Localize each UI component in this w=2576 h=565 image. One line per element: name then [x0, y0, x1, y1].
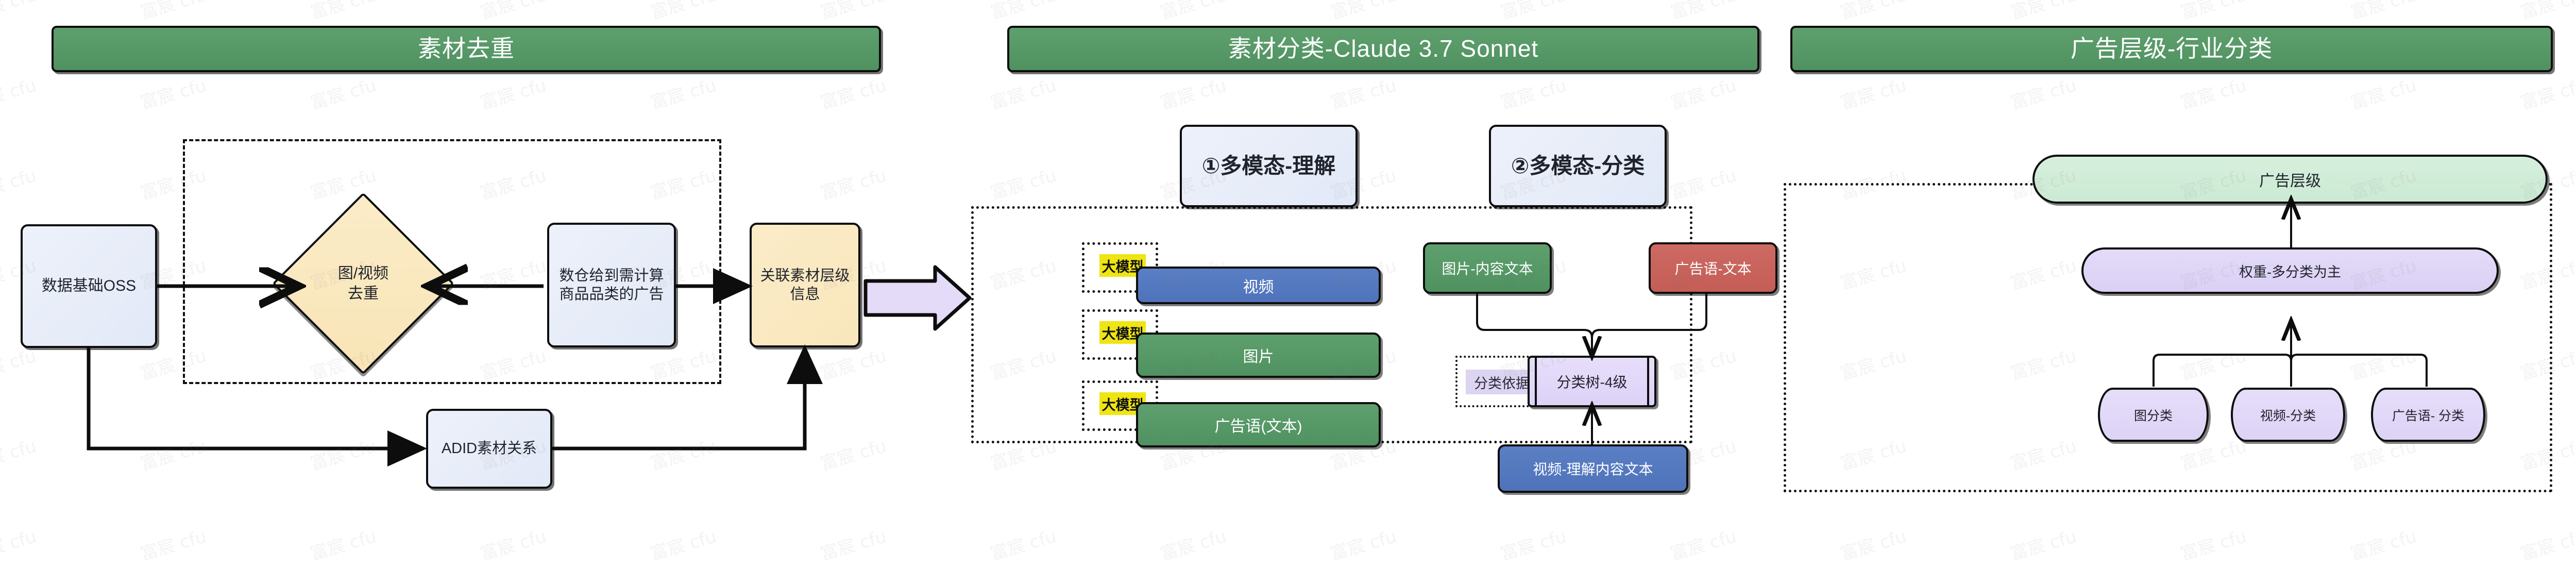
- modality-bar-image[interactable]: 图片: [1136, 333, 1381, 378]
- modality-bar-adcopy[interactable]: 广告语(文本): [1136, 402, 1381, 447]
- diamond-line-2: 去重: [348, 285, 379, 302]
- node-video-understanding-text[interactable]: 视频-理解内容文本: [1498, 444, 1688, 493]
- leaf-video-classification[interactable]: 视频-分类: [2231, 388, 2345, 442]
- dedup-dashed-container: [183, 139, 721, 384]
- modality-bar-video[interactable]: 视频: [1136, 267, 1381, 304]
- leaf-image-classification[interactable]: 图分类: [2098, 388, 2209, 442]
- warehouse-line-2: 商品品类的广告: [559, 286, 664, 303]
- material-line-2: 信息: [790, 286, 820, 303]
- panel-title-classify: 素材分类-Claude 3.7 Sonnet: [1007, 26, 1759, 72]
- node-weight-multiclass[interactable]: 权重-多分类为主: [2081, 247, 2499, 294]
- material-line-1: 关联素材层级: [760, 267, 850, 284]
- basis-tag: 分类依据: [1466, 370, 1538, 394]
- node-warehouse-ads: 数仓给到需计算 商品品类的广告: [547, 223, 676, 347]
- leaf-adcopy-classification[interactable]: 广告语- 分类: [2371, 388, 2485, 442]
- diagram-canvas: 素材去重 素材分类-Claude 3.7 Sonnet 广告层级-行业分类 数据…: [21, 0, 2553, 493]
- node-classification-tree[interactable]: 分类树-4级: [1528, 356, 1656, 407]
- node-dedup-decision: 图/视频 去重: [272, 192, 454, 375]
- node-data-oss: 数据基础OSS: [21, 224, 157, 348]
- diamond-label: 图/视频 去重: [299, 219, 428, 348]
- node-adid-relation: ADID素材关系: [426, 409, 552, 489]
- warehouse-line-1: 数仓给到需计算: [559, 267, 664, 284]
- group-label-understanding: ①多模态-理解: [1180, 125, 1358, 207]
- input-adcopy-text[interactable]: 广告语-文本: [1649, 242, 1777, 294]
- node-ad-level[interactable]: 广告层级: [2032, 155, 2548, 204]
- flow-arrow-layer: [87, 0, 2428, 467]
- panel-title-adlevel: 广告层级-行业分类: [1790, 26, 2553, 72]
- input-image-content-text[interactable]: 图片-内容文本: [1423, 242, 1552, 294]
- panel-title-dedup: 素材去重: [52, 26, 881, 72]
- group-label-classification: ②多模态-分类: [1489, 125, 1667, 207]
- diamond-line-1: 图/视频: [337, 265, 389, 282]
